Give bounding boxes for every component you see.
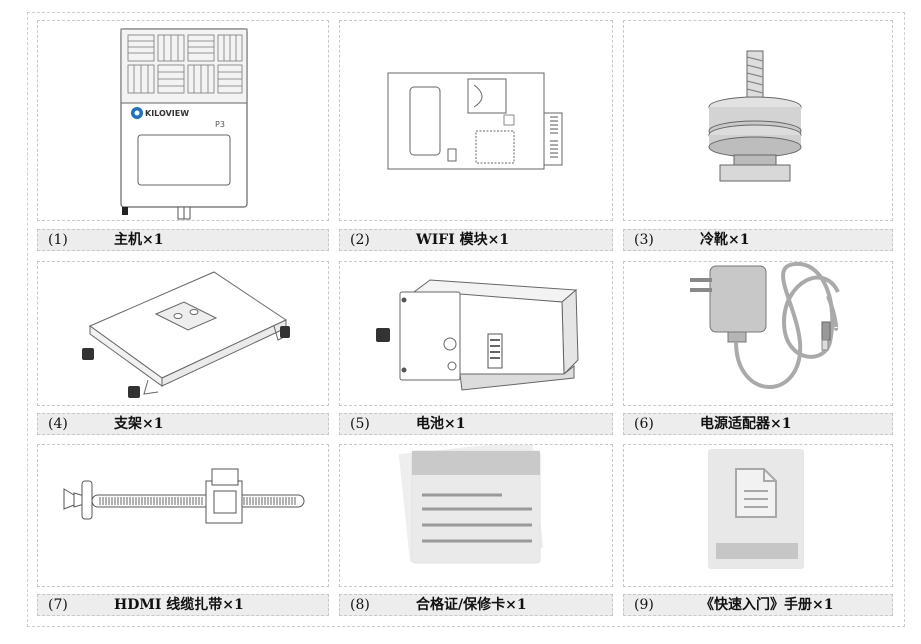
quick-guide-image bbox=[623, 444, 893, 587]
item-7-label: HDMI 线缆扎带×1 bbox=[114, 597, 244, 613]
host-device-image: KILOVIEW P3 bbox=[37, 20, 329, 221]
item-9-label: 《快速入门》手册×1 bbox=[700, 597, 834, 613]
item-5-caption: (5) 电池×1 bbox=[339, 413, 613, 435]
power-adapter-image bbox=[623, 261, 893, 406]
model-label: P3 bbox=[215, 120, 225, 129]
item-1-label: 主机×1 bbox=[114, 232, 164, 248]
item-5-number: (5) bbox=[350, 416, 370, 432]
page-frame bbox=[27, 12, 905, 627]
item-7-caption: (7) HDMI 线缆扎带×1 bbox=[37, 594, 329, 616]
item-5-label: 电池×1 bbox=[416, 416, 466, 432]
item-1-caption: (1) 主机×1 bbox=[37, 229, 329, 251]
item-2-number: (2) bbox=[350, 232, 370, 248]
item-8-label: 合格证/保修卡×1 bbox=[416, 597, 527, 613]
battery-image bbox=[339, 261, 613, 406]
item-8-number: (8) bbox=[350, 597, 370, 613]
item-4-caption: (4) 支架×1 bbox=[37, 413, 329, 435]
item-6-caption: (6) 电源适配器×1 bbox=[623, 413, 893, 435]
item-2-label: WIFI 模块×1 bbox=[416, 232, 510, 248]
wifi-module-image bbox=[339, 20, 613, 221]
brand-logo: KILOVIEW bbox=[145, 109, 189, 118]
item-3-number: (3) bbox=[634, 232, 654, 248]
cold-shoe-image bbox=[623, 20, 893, 221]
item-4-number: (4) bbox=[48, 416, 68, 432]
item-6-number: (6) bbox=[634, 416, 654, 432]
item-2-caption: (2) WIFI 模块×1 bbox=[339, 229, 613, 251]
bracket-image bbox=[37, 261, 329, 406]
item-6-label: 电源适配器×1 bbox=[700, 416, 792, 432]
item-7-number: (7) bbox=[48, 597, 68, 613]
warranty-card-image bbox=[339, 444, 613, 587]
item-8-caption: (8) 合格证/保修卡×1 bbox=[339, 594, 613, 616]
item-4-label: 支架×1 bbox=[114, 416, 164, 432]
item-3-label: 冷靴×1 bbox=[700, 232, 750, 248]
cable-tie-image bbox=[37, 444, 329, 587]
item-9-caption: (9) 《快速入门》手册×1 bbox=[623, 594, 893, 616]
item-1-number: (1) bbox=[48, 232, 68, 248]
item-9-number: (9) bbox=[634, 597, 654, 613]
item-3-caption: (3) 冷靴×1 bbox=[623, 229, 893, 251]
